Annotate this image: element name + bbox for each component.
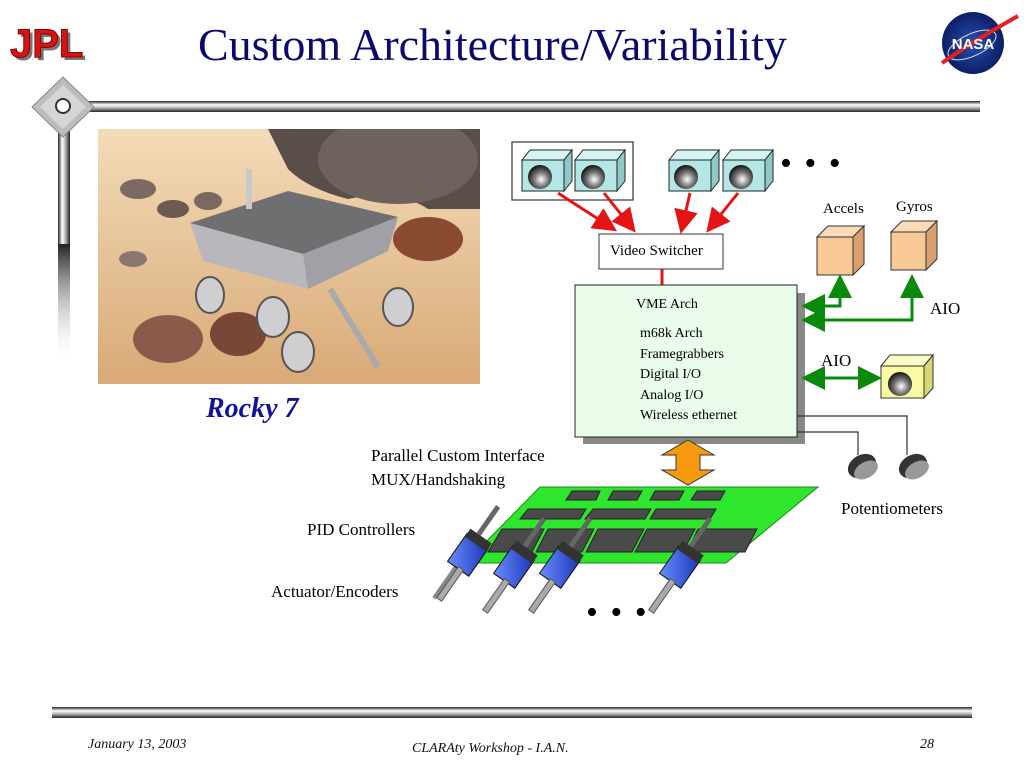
cpu-item: Digital I/O xyxy=(640,367,702,382)
side-rule-fade xyxy=(58,244,70,364)
aio-label-mid: AIO xyxy=(821,351,852,370)
diamond-ornament-icon xyxy=(31,76,95,138)
rover-photo-illustration xyxy=(98,129,480,384)
cpu-item: Analog I/O xyxy=(640,387,704,403)
potentiometer-wires xyxy=(797,415,908,455)
footer-date: January 13, 2003 xyxy=(88,737,187,752)
potentiometers-label: Potentiometers xyxy=(841,499,943,518)
parallel-interface-label: Parallel Custom Interface xyxy=(371,446,545,465)
camera-icon xyxy=(573,148,627,193)
accelerometer-icon xyxy=(815,224,866,277)
slide-title: Custom Architecture/Variability xyxy=(198,19,787,70)
video-switcher-box xyxy=(598,233,724,270)
cpu-box xyxy=(574,284,798,438)
camera-icon xyxy=(721,148,775,193)
side-rule xyxy=(58,122,70,244)
actuators-label: Actuator/Encoders xyxy=(271,582,399,601)
cpu-item: m68k Arch xyxy=(640,326,703,341)
footer-event: CLARAty Workshop - I.A.N. xyxy=(412,741,569,756)
jpl-logo-icon: JPL JPL xyxy=(10,22,87,70)
svg-text:JPL: JPL xyxy=(13,25,86,69)
svg-text:JPL: JPL xyxy=(10,22,83,66)
motor-icon xyxy=(648,517,713,614)
rover-caption: Rocky 7 xyxy=(206,393,299,424)
accels-label: Accels xyxy=(823,201,864,217)
rover-photo xyxy=(98,129,480,384)
motor-ellipsis: • • • xyxy=(586,594,649,631)
footer-page-number: 28 xyxy=(920,737,934,752)
hazard-camera-icon xyxy=(879,353,935,400)
camera-ellipsis: • • • xyxy=(780,145,843,182)
motor-icon xyxy=(432,505,501,602)
stereo-camera-group xyxy=(511,141,634,201)
motor-icon xyxy=(482,517,547,614)
video-arrows xyxy=(557,191,740,286)
video-switcher-label: Video Switcher xyxy=(610,243,703,259)
gyros-label: Gyros xyxy=(896,199,933,215)
potentiometer-icon xyxy=(898,453,929,480)
motor-icon xyxy=(528,517,593,614)
header-rule xyxy=(84,101,980,112)
nasa-logo-icon: NASA xyxy=(940,12,1019,74)
bus-arrow-icon xyxy=(660,439,716,486)
camera-icon xyxy=(667,148,721,193)
gyroscope-icon xyxy=(889,219,939,272)
pid-controllers-label: PID Controllers xyxy=(307,520,416,539)
potentiometer-icon xyxy=(847,453,878,480)
aio-label-top: AIO xyxy=(930,299,961,318)
mux-handshaking-label: MUX/Handshaking xyxy=(371,470,506,489)
svg-text:NASA: NASA xyxy=(952,36,995,53)
cpu-heading: VME Arch xyxy=(636,297,698,312)
camera-icon xyxy=(520,148,574,193)
cpu-item: Wireless ethernet xyxy=(640,408,738,423)
aio-arrows xyxy=(801,274,924,390)
cpu-items-list: m68k Arch Framegrabbers Digital I/O Anal… xyxy=(640,324,737,427)
footer-rule xyxy=(52,707,972,718)
cpu-item: Framegrabbers xyxy=(640,346,724,362)
